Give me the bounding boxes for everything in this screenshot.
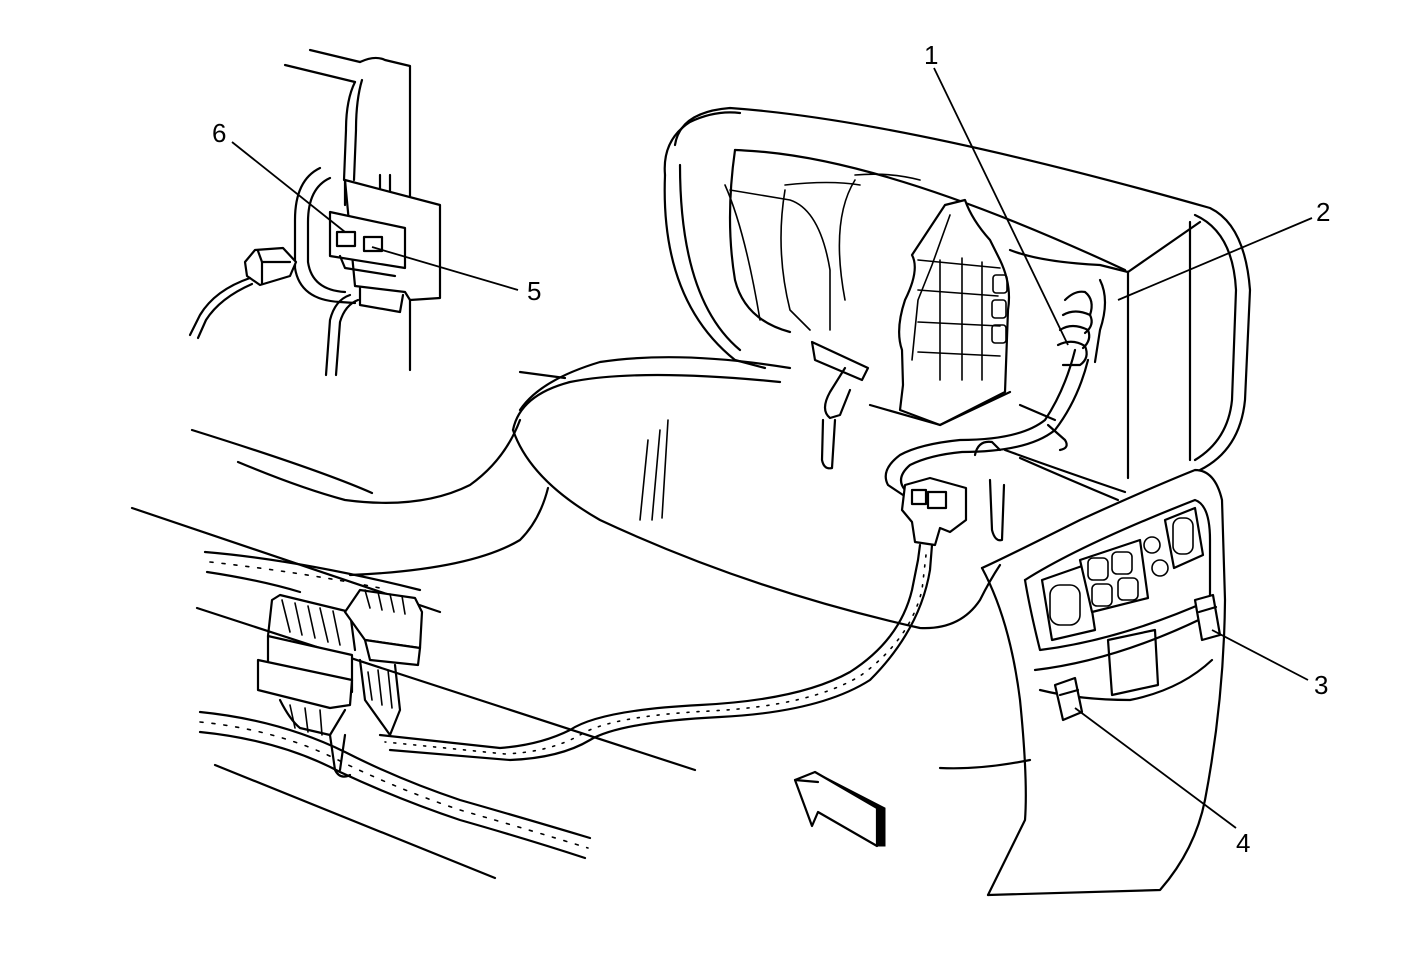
callout-6: 6	[212, 118, 226, 148]
callout-3: 3	[1314, 670, 1328, 700]
front-direction-arrow	[793, 770, 886, 848]
inset-connector-detail	[188, 48, 442, 377]
lower-connectors	[198, 550, 592, 860]
center-console	[980, 468, 1227, 897]
callout-5: 5	[527, 276, 541, 306]
leader-3	[1211, 629, 1309, 681]
callout-4: 4	[1236, 828, 1250, 858]
floor-outline	[130, 356, 1032, 880]
seat-harness	[378, 348, 1090, 762]
leader-1	[933, 67, 1069, 346]
callout-1: 1	[924, 40, 938, 70]
callout-2: 2	[1316, 197, 1330, 227]
leader-2	[1117, 217, 1313, 301]
callouts: 1 2 3 4 5 6	[212, 40, 1330, 858]
leader-6	[231, 141, 346, 233]
leader-5	[371, 246, 519, 291]
leader-lines	[231, 67, 1313, 829]
seat-back	[663, 106, 1252, 542]
leader-4	[1074, 707, 1237, 829]
